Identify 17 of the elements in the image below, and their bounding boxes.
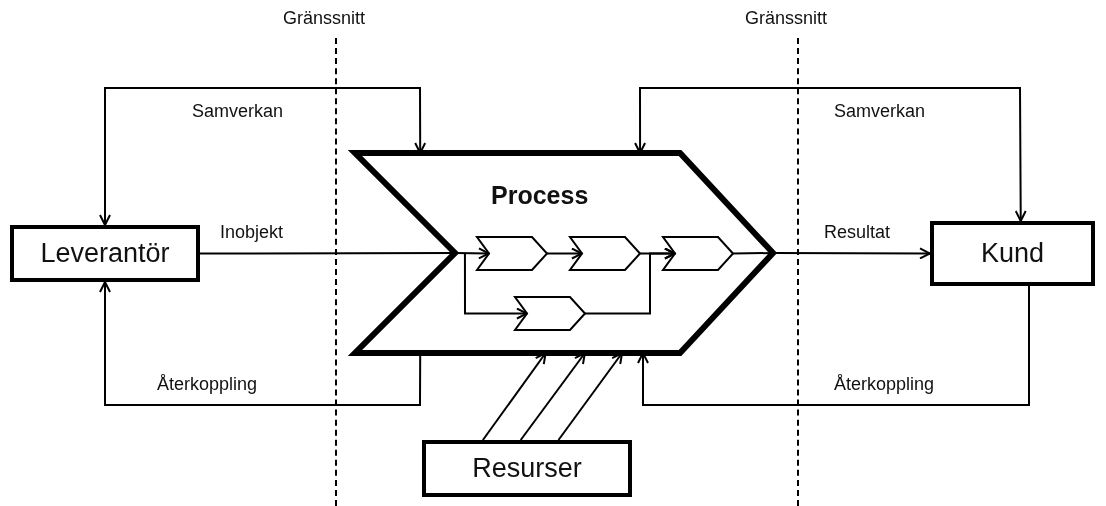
arrow — [546, 247, 583, 260]
arrow — [99, 87, 427, 226]
box-label: Leverantör — [40, 238, 170, 269]
arrow — [634, 87, 1027, 222]
boundary-label: Gränssnitt — [745, 8, 828, 29]
process-box — [930, 221, 1095, 286]
process-title: Process — [491, 181, 589, 210]
arrow — [637, 285, 1030, 406]
process-box — [422, 440, 632, 497]
box-label: Kund — [980, 238, 1045, 269]
box-label: Resurser — [472, 453, 582, 484]
boundary-label: Gränssnitt — [283, 8, 366, 29]
arrow — [99, 281, 422, 406]
arrow — [584, 247, 676, 315]
arrow — [463, 252, 528, 320]
process-box — [10, 225, 200, 282]
edge-label: Inobjekt — [218, 222, 286, 243]
